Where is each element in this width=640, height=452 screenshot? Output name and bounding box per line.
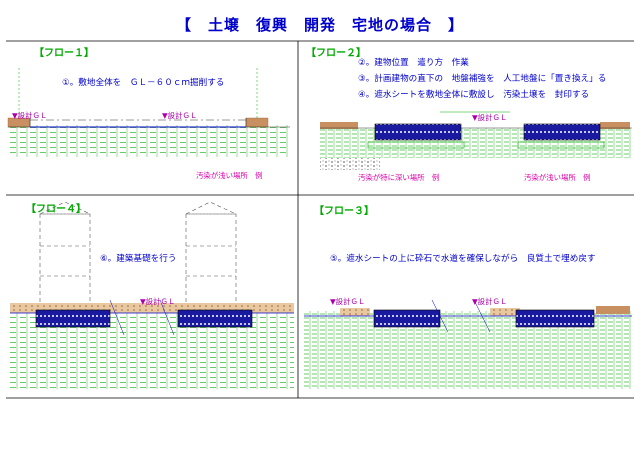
flow2-foundation-block-left [374, 123, 462, 141]
flow1-location-label: 汚染が浅い場所 例 [196, 171, 263, 180]
flow3-label: 【フロー３】 [314, 206, 374, 217]
flow2-label: 【フロー２】 [306, 48, 366, 59]
flow1-note: ①。敷地全体を ＧＬ－６０ｃｍ掘削する [62, 78, 225, 88]
flow4-foundation-block-right [177, 309, 253, 328]
flow3-design-gl-right: ▼設計ＧＬ [472, 297, 508, 306]
flow2-note-2: ③。計画建物の直下の 地盤補強を 人工地盤に「置き換え」る [358, 74, 607, 84]
quadrant-frame [6, 40, 634, 399]
flow3-section-drawing [304, 299, 632, 389]
flow2-note-1: ②。建物位置 遣り方 作業 [358, 58, 469, 68]
flow4-section-drawing [10, 201, 294, 389]
flow2-location-right: 汚染が浅い場所 例 [524, 173, 591, 182]
flow2-section-drawing [320, 111, 632, 170]
flow4-design-gl: ▼設計ＧＬ [140, 297, 176, 306]
flow1-section-drawing [7, 68, 290, 157]
flow4-note: ⑥。建築基礎を行う [100, 254, 177, 264]
page-title: 【 土壌 復興 開発 宅地の場合 】 [175, 16, 464, 34]
flow4-label: 【フロー４】 [26, 204, 86, 215]
flow3-foundation-block-right [515, 309, 595, 328]
flow3-note: ⑤。遮水シートの上に砕石で水道を確保しながら 良質土で埋め戻す [330, 254, 596, 264]
flow1-design-gl-left: ▼設計ＧＬ [12, 111, 48, 120]
flow4-building-outline-right [185, 213, 237, 307]
flow2-note-3: ④。遮水シートを敷地全体に敷設し 汚染土壌を 封印する [358, 90, 590, 100]
flow1-label: 【フロー１】 [34, 48, 94, 59]
flow2-design-gl: ▼設計ＧＬ [472, 113, 508, 122]
flow3-design-gl-left: ▼設計ＧＬ [330, 297, 366, 306]
flow2-location-left: 汚染が特に深い場所 例 [358, 173, 440, 182]
flow4-building-outline-left [39, 213, 91, 307]
flow4-foundation-block-left [35, 309, 111, 328]
flow1-design-gl-right: ▼設計ＧＬ [162, 111, 198, 120]
flow2-foundation-block-right [523, 123, 601, 141]
flow3-foundation-block-left [373, 309, 441, 328]
